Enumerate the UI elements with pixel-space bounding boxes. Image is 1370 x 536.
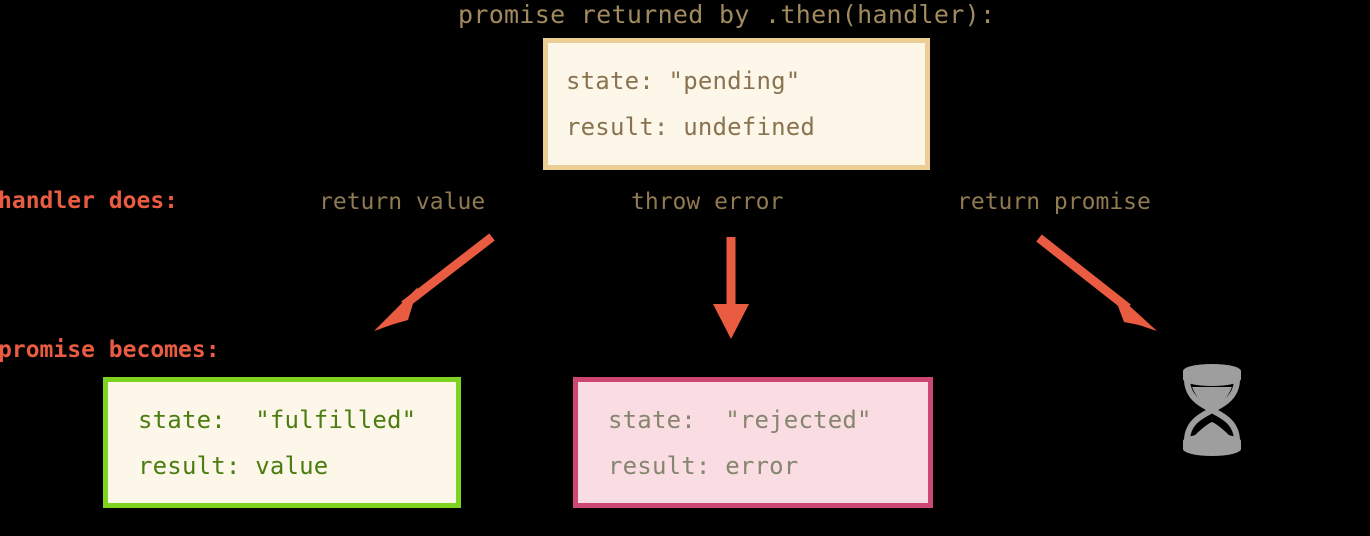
branch-caption-return-promise: return promise [957, 189, 1151, 215]
rejected-result-line: result: error [608, 451, 799, 480]
pending-result-line: result: undefined [566, 113, 816, 141]
fulfilled-promise-box: state: "fulfilled" result: value [103, 377, 461, 508]
new-promise-caption: ...use the result of the new promise... [1052, 472, 1343, 536]
fulfilled-state-line: state: "fulfilled" [138, 405, 417, 434]
arrow-diagonal-down-right-icon [1036, 234, 1157, 331]
arrow-diagonal-down-left-icon [374, 233, 495, 331]
pending-promise-box: state: "pending" result: undefined [543, 38, 930, 170]
branch-caption-throw-error: throw error [631, 189, 784, 215]
fulfilled-result-line: result: value [138, 451, 329, 480]
row-label-promise-becomes: promise becomes: [0, 337, 220, 363]
branch-caption-return-value: return value [319, 189, 486, 215]
page-title: promise returned by .then(handler): [458, 0, 996, 29]
rejected-promise-box: state: "rejected" result: error [573, 377, 933, 508]
rejected-state-line: state: "rejected" [608, 405, 872, 434]
hourglass-icon [1183, 364, 1241, 456]
arrow-down-icon [713, 237, 749, 339]
pending-state-line: state: "pending" [566, 67, 801, 95]
row-label-handler-does: handler does: [0, 188, 179, 214]
